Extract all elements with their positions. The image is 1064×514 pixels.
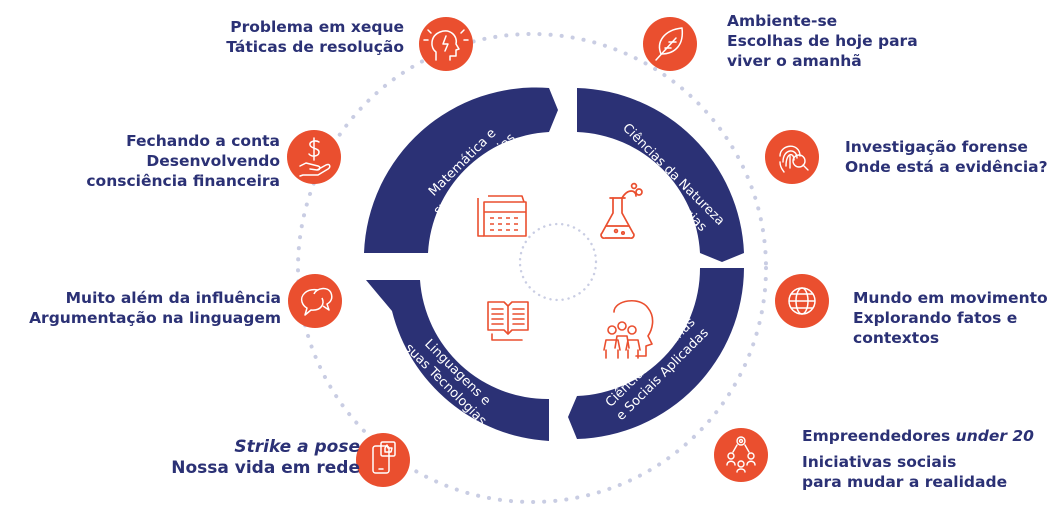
topic-label-investigacao: Investigação forense Onde está a evidênc… bbox=[845, 137, 1048, 177]
network-people-icon bbox=[726, 436, 756, 473]
topic-circle-empreendedores bbox=[714, 428, 768, 482]
topic-title: Muito além da influência bbox=[65, 289, 281, 307]
topic-subtitle: contextos bbox=[853, 329, 940, 347]
topic-label-strike: Strike a pose Nossa vida em rede bbox=[171, 437, 360, 479]
topic-subtitle: Iniciativas sociais bbox=[802, 453, 957, 471]
topic-title: Mundo em movimento bbox=[853, 289, 1048, 307]
topic-label-ambiente: Ambiente-se Escolhas de hoje para viver … bbox=[727, 11, 918, 71]
quadrant-natureza bbox=[577, 88, 744, 262]
topic-circle-fechando bbox=[287, 130, 341, 184]
topic-circle-muito bbox=[288, 274, 342, 328]
topic-label-muito: Muito além da influência Argumentação na… bbox=[29, 288, 281, 328]
topic-subtitle: consciência financeira bbox=[86, 172, 280, 190]
topic-title: Empreendedores under 20 bbox=[802, 426, 1034, 446]
globe-icon bbox=[788, 287, 816, 315]
topic-label-mundo: Mundo em movimento Explorando fatos e co… bbox=[853, 288, 1048, 348]
quadrant-matematica bbox=[364, 87, 558, 254]
fingerprint-icon bbox=[779, 145, 809, 173]
book-icon bbox=[487, 301, 529, 341]
topic-label-fechando: Fechando a conta Desenvolvendo consciênc… bbox=[86, 131, 280, 191]
quadrant-humanas bbox=[568, 268, 744, 439]
topic-title: Strike a pose bbox=[234, 437, 360, 457]
topic-subtitle: Desenvolvendo bbox=[146, 152, 280, 170]
topic-subtitle: viver o amanhã bbox=[727, 52, 862, 70]
topic-subtitle: Onde está a evidência? bbox=[845, 158, 1048, 176]
topic-title: Ambiente-se bbox=[727, 12, 838, 30]
topic-subtitle: Argumentação na linguagem bbox=[29, 309, 281, 327]
people-icon bbox=[603, 300, 654, 359]
topic-title-italic: under 20 bbox=[955, 427, 1034, 445]
topic-circle-strike bbox=[356, 433, 410, 487]
topic-subtitle: para mudar a realidade bbox=[802, 473, 1008, 491]
outer-dotted-ring bbox=[296, 32, 768, 504]
money-hand-icon bbox=[299, 137, 331, 177]
topic-circle-ambiente bbox=[643, 17, 697, 71]
topic-label-problema: Problema em xeque Táticas de resolução bbox=[226, 17, 404, 57]
topic-subtitle: Escolhas de hoje para bbox=[727, 32, 918, 50]
topic-label-empreendedores: Empreendedores under 20 Iniciativas soci… bbox=[802, 426, 1034, 492]
calendar-icon bbox=[477, 195, 527, 237]
inner-dotted-ring bbox=[518, 222, 598, 302]
topic-subtitle: Táticas de resolução bbox=[226, 38, 404, 56]
head-idea-icon bbox=[423, 29, 469, 61]
topic-subtitle: Nossa vida em rede bbox=[171, 458, 360, 478]
topic-title-main: Empreendedores bbox=[802, 427, 956, 445]
topic-title: Investigação forense bbox=[845, 138, 1028, 156]
topic-subtitle: Explorando fatos e bbox=[853, 309, 1018, 327]
speech-bubbles-icon bbox=[300, 287, 333, 316]
topic-circle-mundo bbox=[775, 274, 829, 328]
feather-icon bbox=[655, 27, 684, 61]
topic-title: Fechando a conta bbox=[126, 132, 280, 150]
topic-circle-investigacao bbox=[765, 130, 819, 184]
topic-title: Problema em xeque bbox=[230, 18, 404, 36]
phone-like-icon bbox=[372, 441, 396, 474]
quadrant-linguagens bbox=[366, 280, 549, 441]
flask-icon bbox=[600, 182, 643, 239]
topic-circle-problema bbox=[419, 17, 473, 71]
